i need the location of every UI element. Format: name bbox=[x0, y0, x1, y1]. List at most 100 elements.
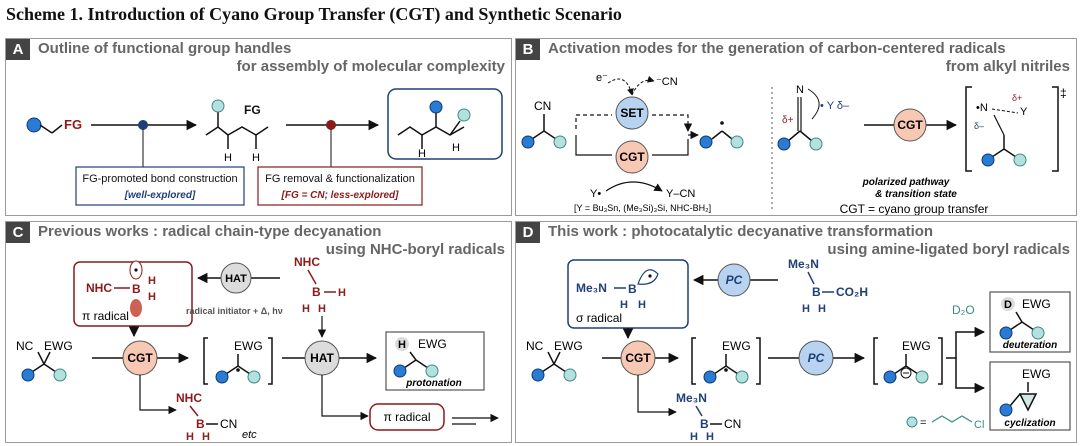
h-label: H bbox=[802, 303, 810, 315]
fg-label: FG bbox=[64, 117, 82, 132]
ts-y-label: Y bbox=[1020, 106, 1028, 118]
h-label: H bbox=[638, 299, 646, 311]
pc-circle bbox=[717, 263, 751, 297]
fg-label-2: FG bbox=[244, 103, 261, 117]
y-definition: [Y = Bu₃Sn, (Me₃Si)₃Si, NHC-BH₂] bbox=[574, 203, 711, 213]
pi-radical-label: π radical bbox=[82, 309, 129, 323]
panel-c-heading-2: using NHC-boryl radicals bbox=[325, 241, 505, 258]
cgt-label: CGT bbox=[127, 351, 153, 365]
boron-label-2: B bbox=[312, 285, 321, 299]
pc-label: PC bbox=[726, 273, 743, 287]
teal-substituent-icon bbox=[211, 99, 225, 113]
set-label: SET bbox=[620, 106, 644, 120]
chloro-label: Cl bbox=[974, 419, 984, 431]
h-label: H bbox=[452, 142, 460, 154]
panel-d: D This work : photocatalytic decyanative… bbox=[515, 221, 1077, 443]
pc-label-2: PC bbox=[808, 351, 825, 365]
well-explored-note: [well-explored] bbox=[124, 190, 196, 201]
nhc-label-2: NHC bbox=[294, 255, 320, 269]
initiator-label: radical initiator + Δ, hν bbox=[186, 306, 283, 316]
cn-label: CN bbox=[534, 99, 551, 113]
h-label: H bbox=[818, 303, 826, 315]
boron-label-3: B bbox=[700, 417, 709, 431]
h-label: H bbox=[338, 287, 346, 299]
cn-label: CN bbox=[724, 417, 741, 431]
sigma-radical-label: σ radical bbox=[576, 311, 622, 325]
panel-c-heading-1: Previous works : radical chain-type decy… bbox=[38, 223, 382, 240]
pc-circle-2 bbox=[798, 340, 834, 376]
h-label: H bbox=[418, 148, 426, 160]
hat-circle bbox=[220, 262, 252, 294]
electron-label: e⁻ bbox=[596, 72, 608, 84]
nc-label: NC bbox=[16, 339, 34, 353]
h-label: H bbox=[148, 291, 156, 303]
panel-a-scheme: FG FG H H H H FG-promoted bond construct… bbox=[26, 88, 503, 206]
cgt-definition: CGT = cyano group transfer bbox=[840, 202, 989, 215]
bond-construction-node bbox=[138, 120, 148, 130]
y-delta-label: • Y δ– bbox=[820, 100, 850, 112]
ewg-label-2: EWG bbox=[722, 339, 751, 353]
y-radical-label: Y• bbox=[590, 188, 601, 200]
h-label: H bbox=[620, 299, 628, 311]
ewg-label-2: EWG bbox=[234, 339, 263, 353]
ddagger: ‡ bbox=[1060, 86, 1067, 100]
protonation-label: protonation bbox=[405, 378, 462, 389]
ts-n-label: •N bbox=[976, 102, 988, 114]
ewg-label-4: EWG bbox=[1022, 297, 1051, 311]
cyanide-label: ⁻CN bbox=[656, 76, 678, 88]
panel-a: A Outline of functional group handles fo… bbox=[5, 38, 512, 216]
fg-removal-node bbox=[326, 120, 336, 130]
ewg-label-3: EWG bbox=[418, 337, 447, 351]
panel-c: C Previous works : radical chain-type de… bbox=[5, 221, 512, 443]
me3n-label-3: Me₃N bbox=[676, 391, 707, 405]
panel-d-heading-1: This work : photocatalytic decyanative t… bbox=[548, 223, 934, 240]
ewg-label-5: EWG bbox=[1022, 367, 1051, 381]
delta-plus-label-2: δ+ bbox=[1012, 93, 1022, 103]
delta-minus-label: δ– bbox=[974, 121, 984, 131]
h-label: H bbox=[202, 431, 210, 442]
pi-radical-box-2 bbox=[369, 403, 445, 431]
less-explored-note: [FG = CN; less-explored] bbox=[281, 190, 400, 201]
h-label: H bbox=[252, 152, 260, 164]
delta-plus-label: δ+ bbox=[782, 115, 794, 126]
d2o-label: D₂O bbox=[952, 303, 975, 317]
h-label: H bbox=[318, 303, 326, 315]
co2h-label: CO₂H bbox=[836, 285, 868, 299]
set-circle bbox=[615, 96, 649, 130]
d-label: D bbox=[1004, 299, 1012, 311]
h-label: H bbox=[148, 275, 156, 287]
deuteration-label: deuteration bbox=[1003, 340, 1057, 351]
y-cn-label: Y–CN bbox=[666, 188, 695, 200]
panel-d-heading-2: using amine-ligated boryl radicals bbox=[827, 241, 1070, 258]
cgt-circle-2 bbox=[893, 108, 927, 142]
cn-label: CN bbox=[220, 417, 237, 431]
h-label: H bbox=[706, 431, 714, 442]
panel-a-label: A bbox=[6, 39, 30, 60]
bond-construction-text: FG-promoted bond construction bbox=[82, 173, 237, 185]
boron-label: B bbox=[132, 282, 141, 296]
fg-removal-box bbox=[257, 166, 423, 206]
n-label: N bbox=[796, 84, 804, 96]
pi-radical-label-2: π radical bbox=[384, 410, 431, 424]
scheme-title: Scheme 1. Introduction of Cyano Group Tr… bbox=[6, 4, 622, 24]
ewg-label: EWG bbox=[44, 339, 73, 353]
polarized-caption-2: & transition state bbox=[875, 189, 957, 200]
panel-b-heading-2: from alkyl nitriles bbox=[945, 58, 1070, 75]
hat-label-2: HAT bbox=[310, 351, 334, 365]
panel-a-heading-1: Outline of functional group handles bbox=[38, 40, 292, 57]
h-label: H bbox=[302, 303, 310, 315]
bond-construction-box bbox=[75, 166, 245, 206]
panel-a-heading-2: for assembly of molecular complexity bbox=[236, 58, 505, 75]
panel-b: B Activation modes for the generation of… bbox=[515, 38, 1077, 216]
ewg-label-3: EWG bbox=[902, 339, 931, 353]
cgt-circle bbox=[615, 140, 649, 174]
panel-c-label: C bbox=[6, 222, 30, 243]
h-label: H bbox=[690, 431, 698, 442]
etc-label: etc bbox=[242, 429, 257, 441]
cgt-label: CGT bbox=[619, 150, 645, 164]
svg-text:=: = bbox=[920, 417, 926, 429]
ts-bracket-left bbox=[965, 86, 972, 172]
cgt-label: CGT bbox=[625, 351, 651, 365]
h-label: H bbox=[398, 339, 406, 351]
h-label: H bbox=[186, 431, 194, 442]
